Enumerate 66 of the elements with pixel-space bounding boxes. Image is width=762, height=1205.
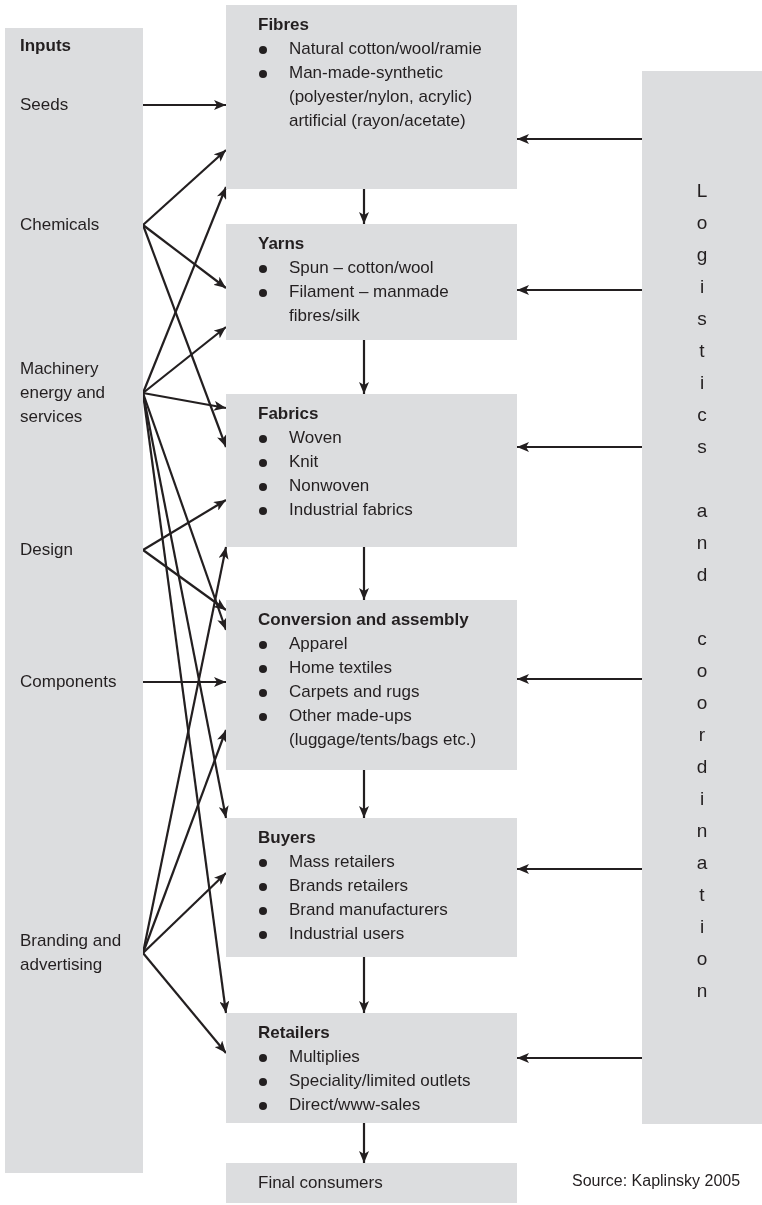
bullet-item: Woven	[258, 426, 509, 450]
bullet-item: Apparel	[258, 632, 509, 656]
bullet-item: Natural cotton/wool/ramie	[258, 37, 509, 61]
stage-heading: Fabrics	[258, 403, 320, 425]
stage-box	[226, 1163, 517, 1203]
bullet-item: Nonwoven	[258, 474, 509, 498]
stage-box	[226, 5, 517, 189]
arrow	[142, 952, 227, 1054]
bullet-item: Spun – cotton/wool	[258, 256, 509, 280]
bullet-item: Home textiles	[258, 656, 509, 680]
arrow	[517, 285, 642, 295]
arrow	[359, 189, 369, 224]
stage-box	[226, 818, 517, 957]
arrow	[359, 547, 369, 600]
arrow	[142, 499, 227, 551]
arrow	[359, 957, 369, 1013]
stage-label: Final consumers	[258, 1172, 384, 1194]
logistics-panel	[642, 71, 762, 1124]
arrow	[143, 677, 226, 687]
bullet-item: Carpets and rugs	[258, 680, 509, 704]
input-label: Machinery energy and services	[20, 357, 143, 429]
arrow	[143, 100, 226, 110]
arrow	[517, 674, 642, 684]
vertical-label: Logistics and coordination	[695, 179, 709, 1003]
bullet-item: Knit	[258, 450, 509, 474]
bullet-item: Brand manufacturers	[258, 898, 509, 922]
input-label: Design	[20, 538, 143, 562]
input-label: Components	[20, 670, 143, 694]
source-note: Source: Kaplinsky 2005	[572, 1172, 741, 1190]
arrow	[142, 391, 227, 411]
bullet-item: Mass retailers	[258, 850, 509, 874]
bullet-item: Brands retailers	[258, 874, 509, 898]
panel-heading: Inputs	[20, 36, 71, 56]
stage-box	[226, 1013, 517, 1123]
stage-box	[226, 600, 517, 770]
stage-heading: Retailers	[258, 1022, 331, 1044]
arrow	[359, 340, 369, 394]
arrow	[142, 326, 227, 394]
stage-heading: Yarns	[258, 233, 306, 255]
stage-heading: Conversion and assembly	[258, 609, 470, 631]
arrow	[142, 549, 227, 611]
input-label: Chemicals	[20, 213, 143, 237]
bullet-item: Man-made-synthetic (polyester/nylon, acrylic) artificial (rayon/acetate)	[258, 61, 509, 133]
bullet-item: Direct/www-sales	[258, 1093, 509, 1117]
arrow	[142, 872, 227, 954]
stage-box	[226, 224, 517, 340]
bullet-item: Other made-ups (luggage/tents/bags etc.)	[258, 704, 509, 752]
arrow	[517, 134, 642, 144]
bullet-item: Multiplies	[258, 1045, 509, 1069]
stage-box	[226, 394, 517, 547]
stage-heading: Fibres	[258, 14, 311, 36]
input-label: Seeds	[20, 93, 143, 117]
bullet-item: Industrial fabrics	[258, 498, 509, 522]
arrow	[359, 1123, 369, 1163]
arrow	[517, 864, 642, 874]
arrow	[517, 442, 642, 452]
inputs-panel	[5, 28, 143, 1173]
stage-heading: Buyers	[258, 827, 317, 849]
bullet-item: Speciality/limited outlets	[258, 1069, 509, 1093]
bullet-item: Industrial users	[258, 922, 509, 946]
arrow	[142, 224, 227, 289]
input-label: Branding and advertising	[20, 929, 143, 977]
arrow	[517, 1053, 642, 1063]
arrow	[142, 149, 227, 226]
arrow	[359, 770, 369, 818]
bullet-item: Filament – manmade fibres/silk	[258, 280, 509, 328]
